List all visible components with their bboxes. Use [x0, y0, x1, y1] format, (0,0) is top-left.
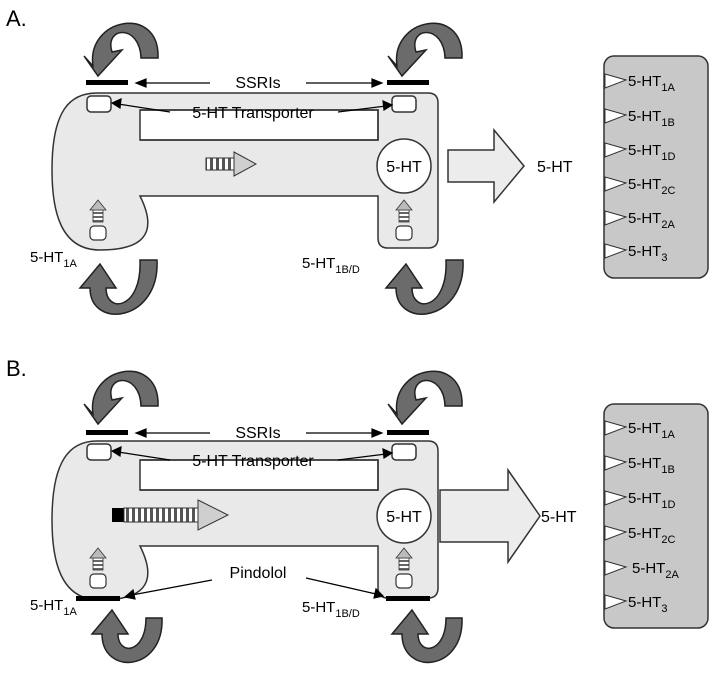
- receptor-row: 5-HT1B: [604, 108, 675, 129]
- svg-text:5-HT1D: 5-HT1D: [628, 490, 675, 511]
- soma-top-feedback-arrow: [83, 370, 159, 426]
- terminal-bottom-feedback-arrow: [384, 259, 464, 315]
- svg-text:5-HT3: 5-HT3: [628, 594, 667, 615]
- receptor-row: 5-HT1D: [604, 142, 675, 163]
- ssri-double-arrow: [134, 428, 384, 438]
- pindolol-pointer-arrows: [123, 577, 385, 600]
- postsynaptic-receptor-list-a: 5-HT1A 5-HT1B 5-HT1D 5-HT2C 5-HT2A 5-HT3: [604, 73, 675, 264]
- vesicle-label: 5-HT: [386, 159, 422, 176]
- svg-text:5-HT2A: 5-HT2A: [628, 210, 675, 231]
- terminal-ssri-bar: [387, 80, 429, 85]
- svg-text:5-HT3: 5-HT3: [628, 243, 667, 264]
- postsynaptic-panel-a: [603, 55, 709, 279]
- terminal-pindolol-bar: [386, 596, 430, 601]
- ssri-double-arrow: [134, 78, 384, 88]
- panel-a: A. SSRIs 5-HT Transporter: [6, 6, 709, 315]
- panel-b-label: B.: [6, 356, 27, 381]
- svg-text:5-HT1A: 5-HT1A: [628, 420, 675, 441]
- pindolol-label: Pindolol: [230, 565, 287, 582]
- soma-receptor-up-arrow: [89, 547, 107, 589]
- receptor-row: 5-HT1D: [604, 490, 675, 511]
- svg-text:5-HT1A: 5-HT1A: [628, 73, 675, 94]
- receptor-row: 5-HT1A: [604, 420, 675, 441]
- axonal-transport-arrow-enhanced: [112, 499, 230, 531]
- soma-autoreceptor-label: 5-HT1A: [30, 597, 77, 618]
- terminal-top-feedback-arrow: [387, 22, 463, 78]
- panel-a-label: A.: [6, 6, 27, 31]
- panel-b: B. SSRIs 5-HT Transporter: [6, 356, 709, 664]
- terminal-top-feedback-arrow: [387, 370, 463, 426]
- vesicle-label: 5-HT: [386, 509, 422, 526]
- svg-text:5-HT1D: 5-HT1D: [628, 142, 675, 163]
- transporter-label: 5-HT Transporter: [192, 453, 314, 470]
- soma-autoreceptor-label: 5-HT1A: [30, 249, 77, 270]
- receptor-row: 5-HT2C: [604, 176, 675, 197]
- svg-text:5-HT2A: 5-HT2A: [632, 560, 679, 581]
- receptor-row: 5-HT2C: [604, 525, 675, 546]
- release-label: 5-HT: [541, 509, 577, 526]
- soma-bottom-feedback-arrow: [78, 259, 158, 315]
- receptor-row: 5-HT2A: [604, 210, 675, 231]
- transporter-pointer-arrows: [110, 98, 394, 113]
- soma-pindolol-bar: [76, 596, 120, 601]
- terminal-receptor-up-arrow: [395, 199, 413, 241]
- soma-bottom-feedback-arrow: [90, 608, 163, 664]
- receptor-row: 5-HT1B: [604, 455, 675, 476]
- terminal-autoreceptor-label: 5-HT1B/D: [302, 599, 360, 620]
- soma-receptor-up-arrow: [89, 199, 107, 241]
- release-arrow-b: [439, 467, 541, 565]
- terminal-autoreceptor-label: 5-HT1B/D: [302, 255, 360, 276]
- transporter-pointer-arrows: [110, 446, 394, 461]
- receptor-row: 5-HT3: [604, 243, 667, 264]
- vesicle-a: [376, 138, 432, 194]
- axonal-transport-arrow: [205, 151, 258, 177]
- release-label: 5-HT: [537, 159, 573, 176]
- postsynaptic-panel-b: [603, 403, 709, 629]
- svg-text:5-HT1B: 5-HT1B: [628, 108, 675, 129]
- ssri-label: SSRIs: [235, 425, 280, 442]
- ssri-label: SSRIs: [235, 75, 280, 92]
- receptor-row: 5-HT3: [604, 594, 667, 615]
- release-arrow-a: [447, 127, 525, 205]
- soma-top-feedback-arrow: [83, 22, 159, 78]
- svg-text:5-HT2C: 5-HT2C: [628, 525, 675, 546]
- postsynaptic-receptor-list-b: 5-HT1A 5-HT1B 5-HT1D 5-HT2C 5-HT2A 5-HT3: [604, 420, 679, 615]
- terminal-bottom-feedback-arrow: [390, 608, 463, 664]
- svg-text:5-HT2C: 5-HT2C: [628, 176, 675, 197]
- terminal-receptor-up-arrow: [395, 547, 413, 589]
- soma-transporter: [86, 95, 112, 113]
- terminal-ssri-bar: [387, 430, 429, 435]
- soma-ssri-bar: [86, 430, 128, 435]
- transporter-label: 5-HT Transporter: [192, 105, 314, 122]
- terminal-transporter: [391, 95, 417, 113]
- terminal-transporter: [391, 443, 417, 461]
- vesicle-b: [376, 488, 432, 544]
- svg-text:5-HT1B: 5-HT1B: [628, 455, 675, 476]
- receptor-row: 5-HT2A: [604, 560, 679, 581]
- soma-transporter: [86, 443, 112, 461]
- soma-ssri-bar: [86, 80, 128, 85]
- receptor-row: 5-HT1A: [604, 73, 675, 94]
